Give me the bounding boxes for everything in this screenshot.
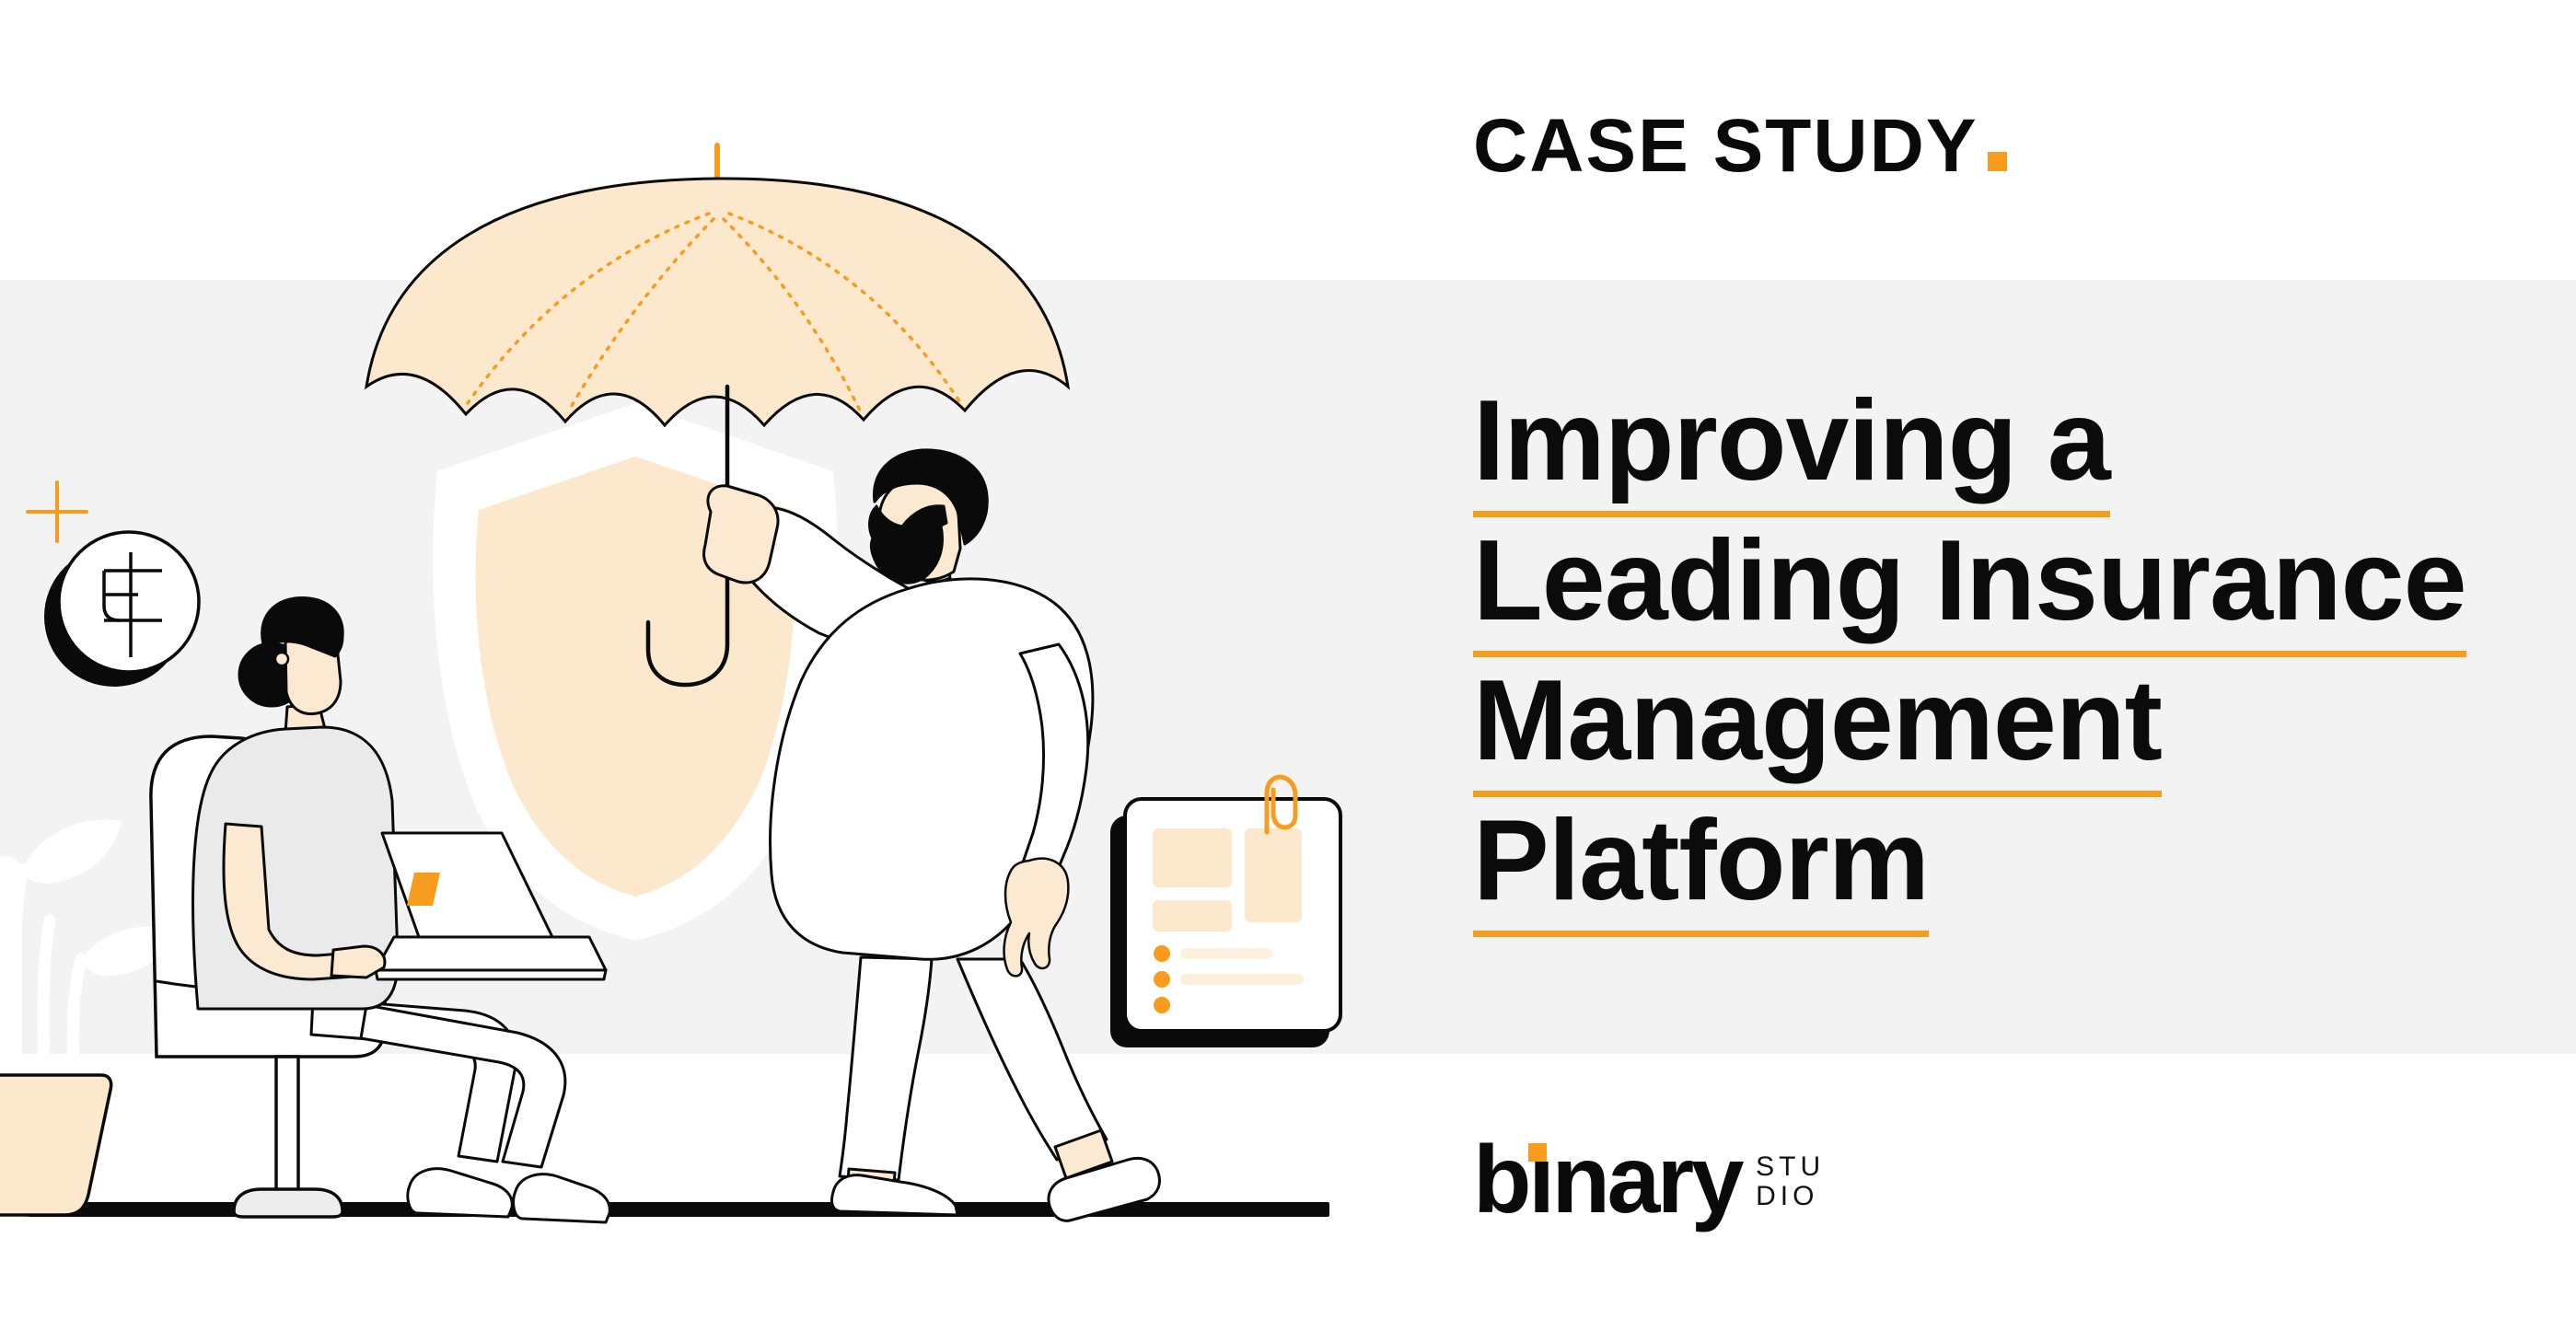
- headline-line-1: Improving a: [1473, 384, 2111, 517]
- logo-studio-text: STU DIO: [1756, 1151, 1826, 1212]
- woman-figure: [191, 596, 611, 1224]
- kicker: CASE STUDY: [1473, 109, 2007, 184]
- kicker-label: CASE STUDY: [1473, 104, 1978, 188]
- logo-i-dot-icon: [1528, 1143, 1548, 1162]
- paperclip-icon: [1264, 774, 1298, 835]
- logo-nary: nary: [1551, 1127, 1744, 1233]
- logo-studio-line-1: STU: [1756, 1151, 1826, 1182]
- plus-icon: [26, 480, 88, 543]
- laptop-icon: [374, 831, 608, 981]
- coin-icon: [44, 530, 201, 687]
- kicker-dot-icon: [1987, 152, 2007, 171]
- logo-b: b: [1473, 1127, 1532, 1233]
- umbrella-handle: [645, 384, 730, 688]
- logo-studio-line-2: DIO: [1756, 1181, 1819, 1212]
- man-figure: [702, 448, 1161, 1222]
- headline-line-2: Leading Insurance: [1473, 524, 2467, 657]
- plant-icon: [0, 819, 175, 1079]
- pot-icon: [0, 1073, 113, 1217]
- insurance-illustration: [0, 143, 1342, 1224]
- clipboard-icon: [1110, 774, 1342, 1047]
- headline-line-3: Management: [1473, 664, 2163, 797]
- headline-line-4: Platform: [1473, 804, 1930, 937]
- ground-line: [28, 1202, 1329, 1217]
- logo-i: ı: [1528, 1132, 1555, 1228]
- page-title: Improving a Leading Insurance Management…: [1473, 384, 2467, 943]
- umbrella-icon: [364, 143, 1071, 688]
